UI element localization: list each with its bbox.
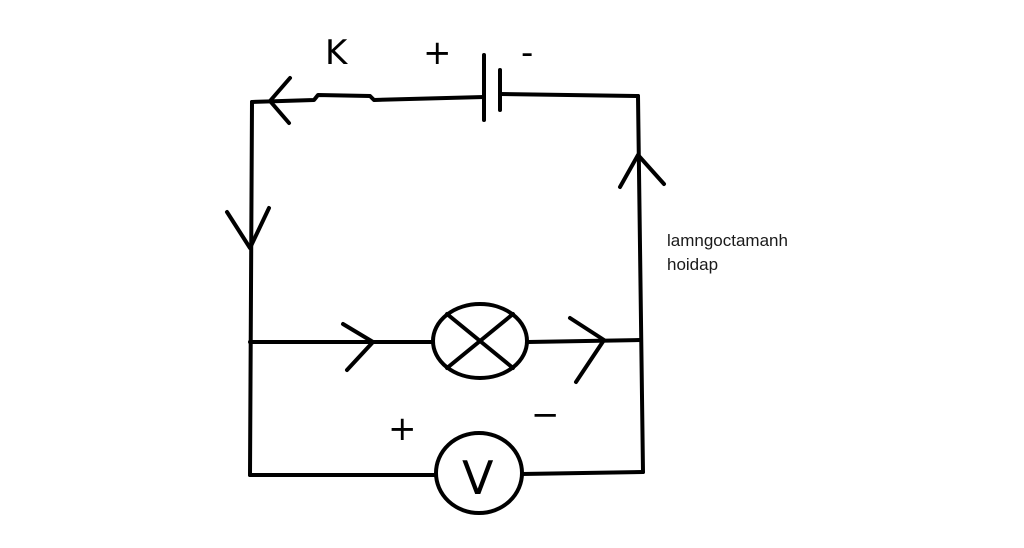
arrow-right-up (618, 153, 666, 189)
voltmeter-plus-label: + (388, 409, 417, 449)
watermark-line-1: lamngoctamanh (667, 231, 788, 250)
left-wire (248, 100, 254, 477)
right-wire (636, 94, 645, 474)
arrow-lamp-right (568, 316, 606, 384)
lamp-branch-wire-right (526, 338, 642, 344)
arrow-lamp-left (341, 322, 375, 372)
voltmeter-branch-wire-right (520, 470, 645, 476)
author-watermark: lamngoctamanh hoidap (667, 229, 788, 277)
battery-minus-label: - (521, 33, 533, 73)
arrow-top-left (268, 76, 292, 125)
top-wire-right (498, 92, 640, 98)
voltmeter-minus-label: − (531, 395, 560, 435)
arrow-left-down (225, 206, 271, 250)
voltmeter-letter: V (462, 451, 494, 505)
battery-plus-label: + (423, 33, 452, 73)
voltmeter-symbol (434, 431, 524, 515)
top-wire-left (250, 93, 486, 104)
switch-label: K (325, 33, 349, 73)
lamp-symbol (431, 302, 529, 380)
watermark-line-2: hoidap (667, 255, 719, 274)
